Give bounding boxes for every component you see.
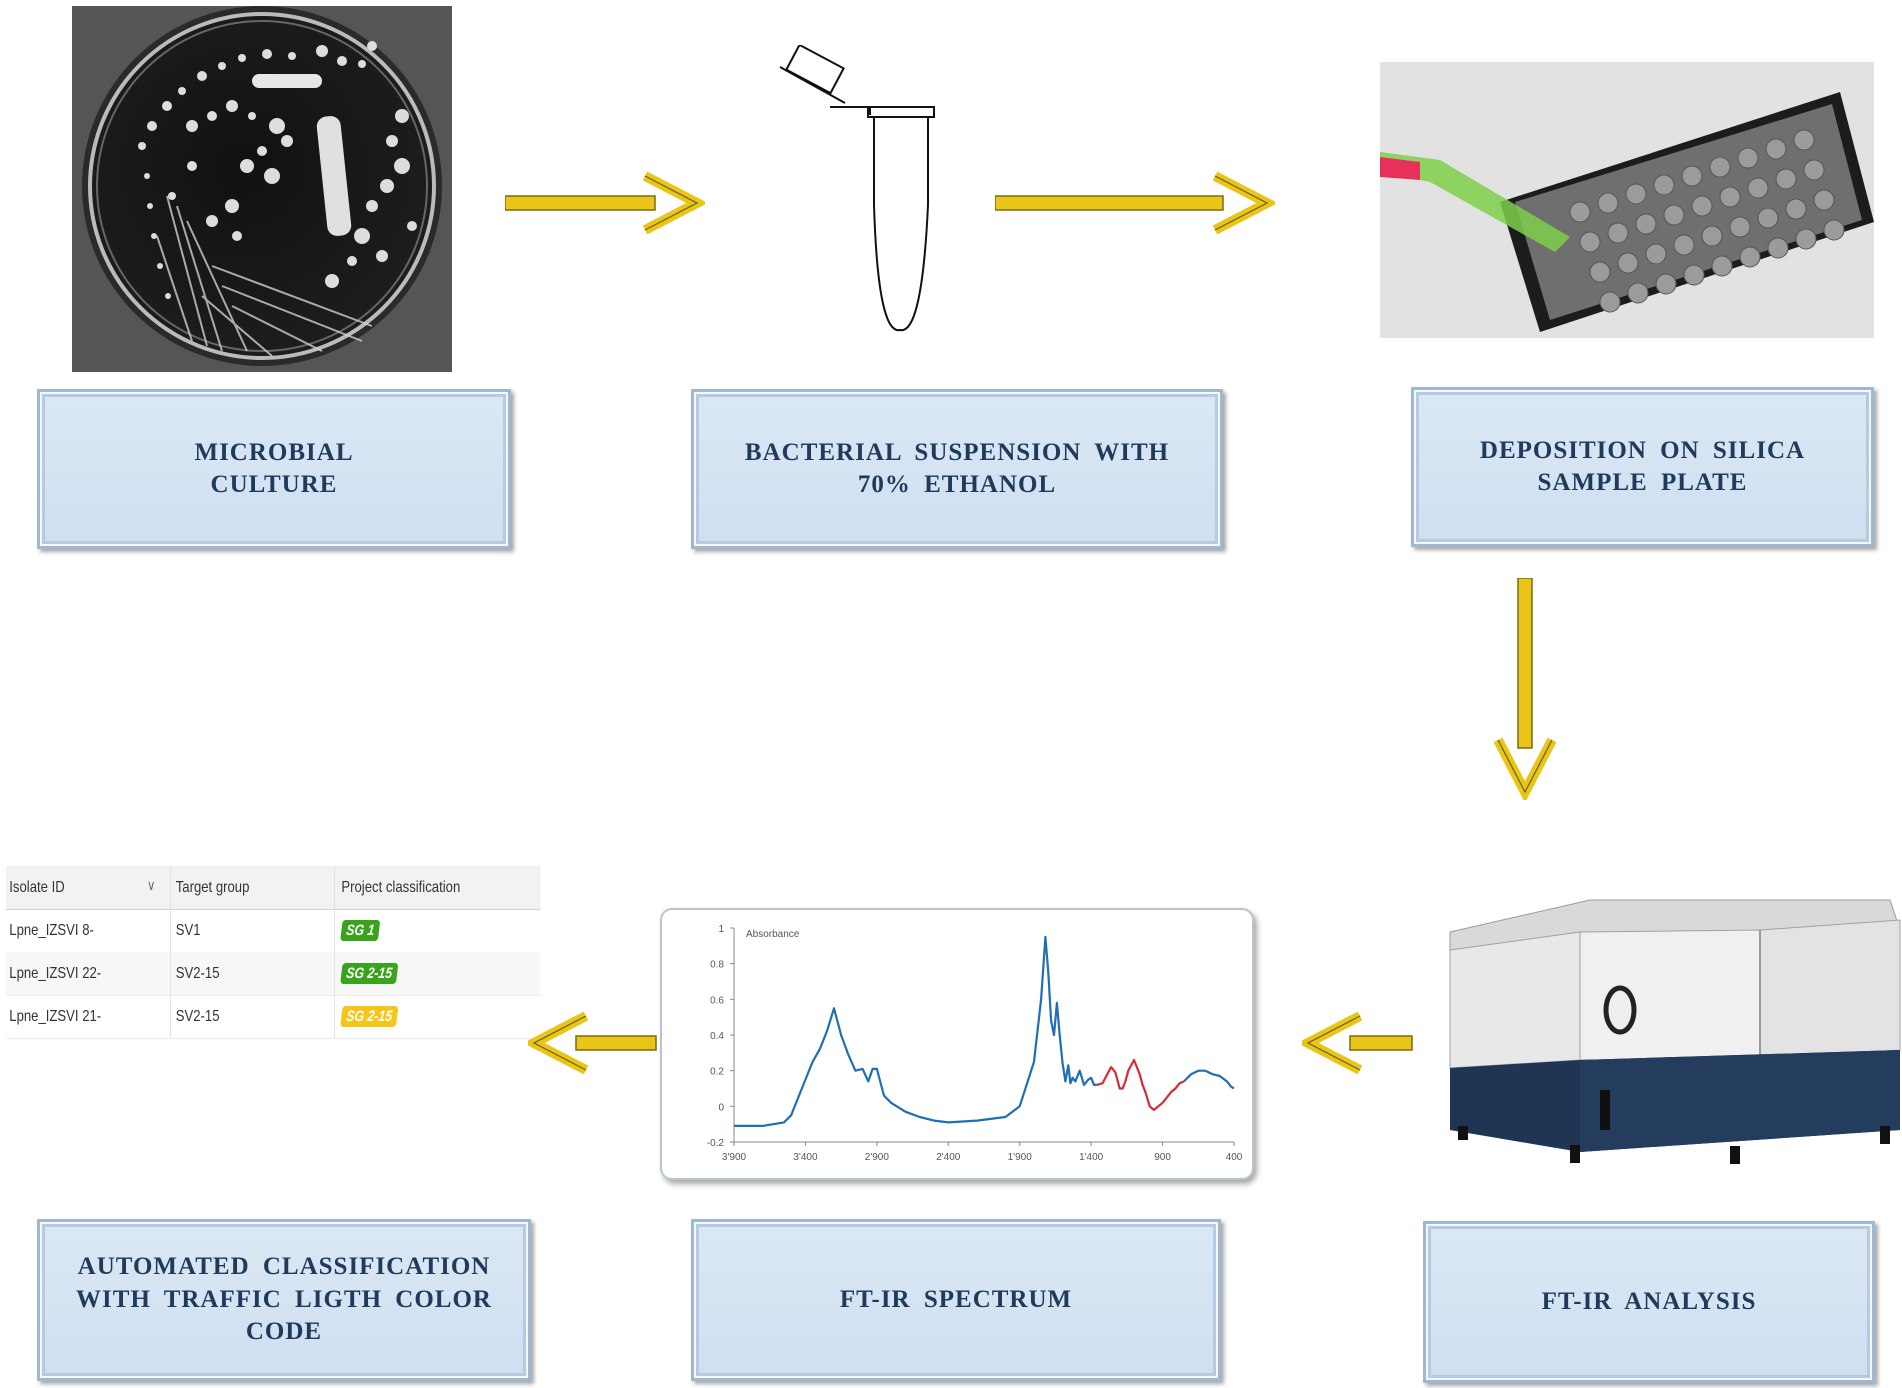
chevron-down-icon[interactable]: ∨	[147, 877, 156, 893]
y-tick-label: 0.4	[710, 1031, 724, 1042]
sample-tube-icon	[779, 45, 935, 332]
y-axis-label: Absorbance	[746, 929, 800, 940]
step-automated-classification: AUTOMATED CLASSIFICATION WITH TRAFFIC LI…	[37, 1219, 531, 1381]
ft-ir-instrument-icon	[1449, 899, 1901, 1164]
x-tick-label: 2'900	[865, 1152, 890, 1163]
step-bacterial-suspension: BACTERIAL SUSPENSION WITH 70% ETHANOL	[691, 389, 1223, 549]
classification-badge: SG 1	[340, 920, 381, 941]
step-label: FT-IR ANALYSIS	[1541, 1287, 1757, 1315]
isolate-id: Lpne_IZSVI 22-	[9, 964, 102, 982]
column-header[interactable]: Isolate ID∨	[9, 877, 156, 896]
x-tick-label: 1'400	[1079, 1152, 1104, 1163]
step-label: AUTOMATED CLASSIFICATION WITH TRAFFIC LI…	[76, 1253, 492, 1346]
x-tick-label: 900	[1154, 1152, 1171, 1163]
x-tick-label: 1'900	[1008, 1152, 1033, 1163]
arrow-right-icon	[995, 171, 1275, 235]
step-label: DEPOSITION ON SILICA SAMPLE PLATE	[1479, 436, 1806, 497]
y-tick-label: -0.2	[707, 1138, 725, 1149]
y-tick-label: 0	[718, 1102, 724, 1113]
arrow-down-icon	[1493, 578, 1557, 800]
step-label: MICROBIAL CULTURE	[194, 438, 354, 499]
step-ft-ir-analysis: FT-IR ANALYSIS	[1423, 1221, 1875, 1383]
step-deposition: DEPOSITION ON SILICA SAMPLE PLATE	[1411, 387, 1874, 547]
isolate-id: Lpne_IZSVI 21-	[9, 1007, 102, 1025]
petri-dish-photo	[72, 6, 452, 372]
step-microbial-culture: MICROBIAL CULTURE	[37, 389, 511, 549]
column-header[interactable]: Project classification	[334, 866, 541, 909]
target-group: SV2-15	[170, 952, 334, 995]
arrow-left-icon	[1302, 1011, 1413, 1075]
spectrum-panel: 1 0.8 0.6 0.4 0.2 0 -0.2 3'900 3'400 2'900 2'400 1'…	[660, 908, 1254, 1180]
table-row[interactable]: Lpne_IZSVI 22- SV2-15 SG 2-15	[6, 952, 541, 996]
y-tick-label: 1	[718, 924, 724, 935]
arrow-left-icon	[528, 1011, 657, 1075]
ft-ir-spectrum-chart: 1 0.8 0.6 0.4 0.2 0 -0.2 3'900 3'400 2'900 2'400 1'…	[707, 924, 1243, 1163]
target-group: SV1	[170, 909, 334, 952]
classification-table: Isolate ID∨ Target group Project classif…	[6, 866, 541, 1039]
column-header[interactable]: Target group	[170, 866, 334, 909]
x-tick-label: 3'400	[793, 1152, 818, 1163]
x-tick-label: 400	[1226, 1152, 1243, 1163]
silica-plate-photo	[1380, 62, 1874, 338]
table-row[interactable]: Lpne_IZSVI 21- SV2-15 SG 2-15	[6, 995, 541, 1039]
classification-badge: SG 2-15	[340, 963, 399, 984]
step-label: BACTERIAL SUSPENSION WITH 70% ETHANOL	[744, 438, 1170, 499]
x-tick-label: 3'900	[722, 1152, 747, 1163]
classification-badge: SG 2-15	[340, 1006, 399, 1027]
x-tick-label: 2'400	[936, 1152, 961, 1163]
step-label: FT-IR SPECTRUM	[839, 1285, 1073, 1313]
y-tick-label: 0.2	[710, 1067, 724, 1078]
table-header-row: Isolate ID∨ Target group Project classif…	[6, 866, 541, 910]
step-ft-ir-spectrum: FT-IR SPECTRUM	[691, 1219, 1221, 1381]
table-row[interactable]: Lpne_IZSVI 8- SV1 SG 1	[6, 909, 541, 953]
isolate-id: Lpne_IZSVI 8-	[9, 921, 94, 939]
spectrum-series-line	[1096, 1058, 1185, 1111]
spectrum-series-line	[1183, 1069, 1235, 1090]
arrow-right-icon	[505, 171, 705, 235]
spectrum-series-line	[734, 935, 1097, 1127]
target-group: SV2-15	[170, 995, 334, 1038]
y-tick-label: 0.8	[710, 960, 724, 971]
y-tick-label: 0.6	[710, 995, 724, 1006]
